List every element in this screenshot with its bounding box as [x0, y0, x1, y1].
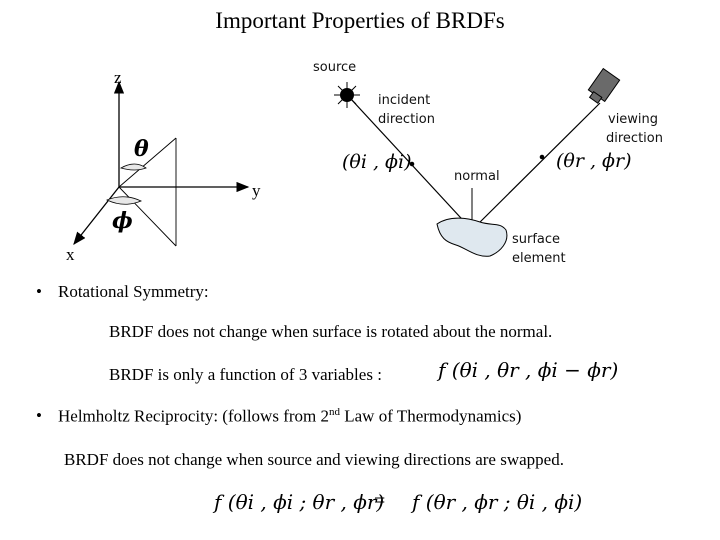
- incident-angles-label: (θi , ϕi): [342, 151, 412, 173]
- helmholtz-formula-left: f (θi , ϕi ; θr , ϕr): [214, 490, 385, 514]
- viewing-label-line1: viewing: [608, 112, 659, 127]
- normal-label: normal: [454, 169, 500, 184]
- bullet-helmholtz-reciprocity: Helmholtz Reciprocity: (follows from 2nd…: [36, 406, 522, 427]
- helmholtz-heading-rest: Law of Thermodynamics): [340, 406, 522, 426]
- y-axis-label: y: [252, 181, 261, 200]
- helmholtz-equals: =: [374, 490, 386, 512]
- phi-label: ϕ: [112, 208, 133, 234]
- rotational-line2: BRDF is only a function of 3 variables :: [109, 365, 382, 384]
- viewing-label-line2: direction: [606, 131, 663, 146]
- viewing-dot: [539, 154, 545, 160]
- x-axis: [73, 186, 120, 246]
- x-axis-label: x: [66, 245, 75, 264]
- incident-label-line2: direction: [378, 112, 435, 127]
- surface-label-line1: surface: [512, 232, 561, 247]
- phi-arc: [106, 196, 142, 205]
- helmholtz-sup: nd: [329, 406, 340, 418]
- helmholtz-line1: BRDF does not change when source and vie…: [64, 450, 564, 469]
- helmholtz-heading: Helmholtz Reciprocity: (follows from 2: [58, 406, 329, 426]
- direction-vector: [118, 137, 177, 188]
- bullet-rotational-symmetry: Rotational Symmetry:: [36, 282, 209, 302]
- page-title: Important Properties of BRDFs: [215, 8, 505, 33]
- viewing-ray: [471, 102, 601, 231]
- reflected-angles-label: (θr , ϕr): [556, 150, 632, 172]
- surface-label-line2: element: [512, 251, 566, 266]
- theta-arc: [119, 163, 147, 171]
- z-axis-label: z: [114, 68, 122, 87]
- source-label: source: [313, 60, 357, 75]
- rotational-line1: BRDF does not change when surface is rot…: [109, 322, 553, 341]
- surface-patch: [436, 217, 508, 257]
- theta-label: θ: [134, 136, 149, 162]
- incident-dot: [409, 161, 415, 167]
- rotational-formula: f (θi , θr , ϕi − ϕr): [438, 358, 619, 382]
- incident-label-line1: incident: [378, 93, 431, 108]
- camera-icon: [587, 67, 621, 104]
- helmholtz-formula-right: f (θr , ϕr ; θi , ϕi): [412, 490, 583, 514]
